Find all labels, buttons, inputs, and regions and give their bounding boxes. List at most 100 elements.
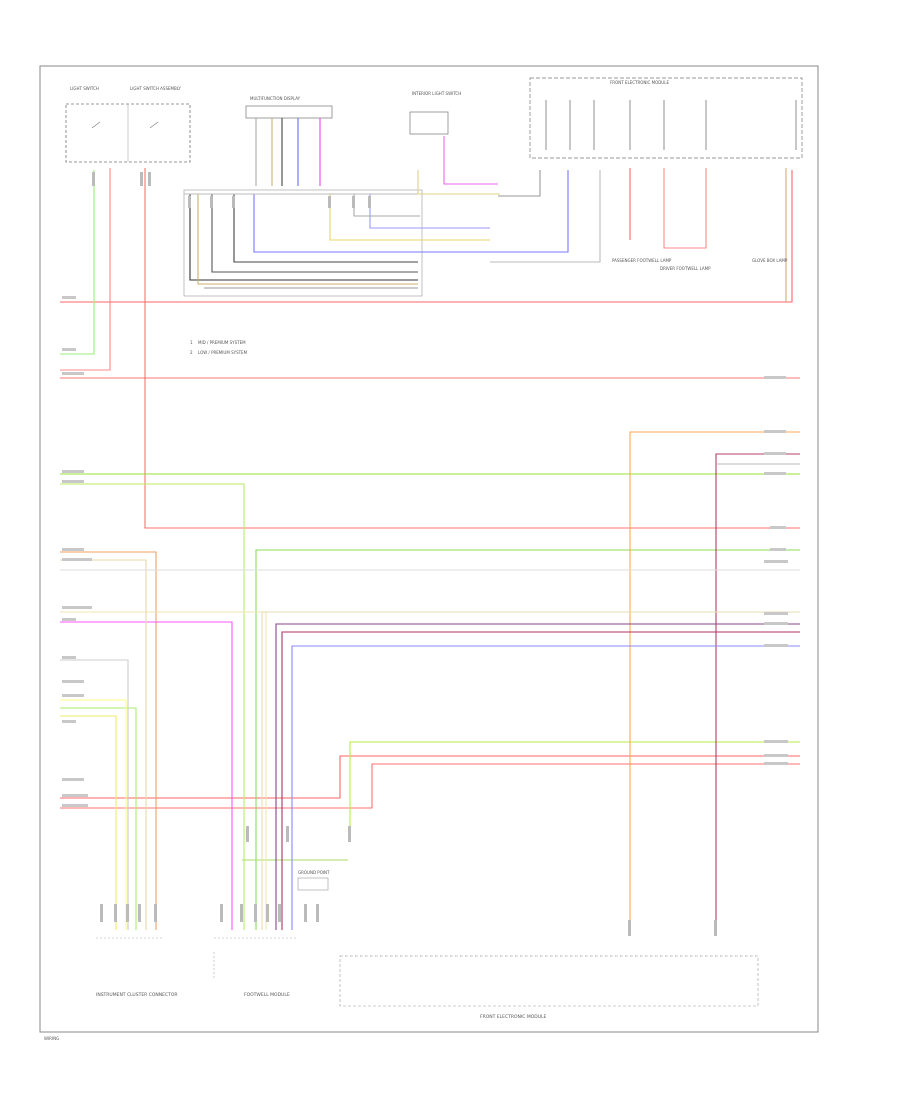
wire-tag (764, 376, 786, 379)
wire-purple-light (369, 194, 490, 229)
pin-mark (328, 196, 331, 208)
pin-mark (188, 196, 191, 208)
legend-marker-2: 2 (190, 350, 193, 355)
wire-tag (62, 656, 76, 659)
wire-tag (764, 762, 788, 765)
wire-tag (764, 754, 788, 757)
pin-mark (148, 172, 151, 186)
wire-tag (764, 472, 786, 475)
bottom-center-small-connector: GROUND POINT (297, 870, 330, 891)
bottom-center-connector: FOOTWELL MODULE (213, 937, 296, 998)
connector-body (245, 105, 333, 119)
wire-red (663, 168, 707, 249)
module-frame (339, 955, 759, 1007)
pin-mark (232, 196, 235, 208)
wire-tag (764, 622, 788, 625)
pin-mark (352, 196, 355, 208)
diagram-border (39, 65, 819, 1033)
pin-mark (316, 904, 319, 922)
wires (60, 100, 800, 930)
wire-tan (261, 611, 800, 930)
wire-tag (764, 560, 788, 563)
wire-yellow (417, 170, 500, 195)
component-label-top-center: MULTIFUNCTION DISPLAY (250, 96, 301, 101)
wire-tag (770, 548, 786, 551)
wire-magenta (60, 621, 233, 930)
top-right-module: FRONT ELECTRONIC MODULE (529, 77, 803, 159)
top-left-switch-group: LIGHT SWITCH LIGHT SWITCH ASSEMBLY (65, 86, 191, 163)
component-label-bottom-left: INSTRUMENT CLUSTER CONNECTOR (96, 992, 178, 998)
wire-tag (62, 372, 84, 375)
wire-tag (62, 618, 76, 621)
wire-tag (764, 612, 788, 615)
component-label-mid-right-3: GLOVE BOX LAMP (752, 258, 788, 263)
wire-green (349, 741, 800, 830)
pin-mark (714, 920, 717, 936)
wire-tag (62, 606, 92, 609)
wire-tag (62, 548, 84, 551)
pin-mark (286, 826, 289, 842)
wire-orange (60, 551, 157, 930)
switch-contact (91, 121, 101, 129)
wire-tan (197, 194, 418, 285)
wire-red (144, 168, 800, 529)
wire-maroon (715, 453, 800, 930)
legend-marker-1: 1 (190, 340, 193, 345)
wire-purple (281, 631, 800, 930)
wire-gray (60, 659, 129, 930)
wire-tag (62, 296, 76, 299)
legend-text-1: MID / PREMIUM SYSTEM (198, 340, 246, 345)
switch-contact (149, 121, 159, 129)
harness-box (183, 189, 423, 297)
pin-mark (246, 826, 249, 842)
wire-tag (62, 480, 84, 483)
pin-marks (92, 172, 717, 936)
pin-mark (114, 904, 117, 922)
wire-tag (764, 452, 786, 455)
pin-mark (154, 904, 157, 922)
wire-tag (62, 348, 76, 351)
component-label-bottom-center: FOOTWELL MODULE (244, 992, 290, 998)
component-label-top-left-a: LIGHT SWITCH (70, 86, 99, 91)
left-edge-labels (62, 296, 92, 807)
wire-tan (60, 559, 147, 930)
pin-mark (138, 904, 141, 922)
pin-mark (368, 196, 371, 208)
wire-gray (353, 194, 420, 217)
legend-text-2: LOW / PREMIUM SYSTEM (198, 350, 248, 355)
wire-tag (62, 794, 88, 797)
pin-mark (100, 904, 103, 922)
wire-green (255, 549, 800, 930)
wire-black (189, 194, 418, 281)
wire-red (60, 763, 800, 809)
wire-orange (629, 431, 800, 930)
wire-black (233, 194, 418, 263)
wire-tag (62, 470, 84, 473)
connector-body (297, 877, 329, 891)
wire-tag (770, 526, 786, 529)
wire-blue (291, 645, 800, 930)
pin-mark (140, 172, 143, 186)
module-frame (529, 77, 803, 159)
page-footer: WIRING (44, 1036, 59, 1041)
wire-green (60, 483, 245, 930)
wire-red (60, 170, 793, 303)
pin-mark (348, 826, 351, 842)
wire-black (211, 194, 418, 273)
pin-mark (304, 904, 307, 922)
wire-tag (764, 740, 788, 743)
wire-tag (62, 680, 84, 683)
wire-tag (62, 778, 84, 781)
pin-mark (210, 196, 213, 208)
wire-magenta (443, 136, 498, 185)
pin-mark (92, 172, 95, 186)
legend: 1 MID / PREMIUM SYSTEM 2 LOW / PREMIUM S… (190, 340, 248, 355)
wire-gray (498, 170, 541, 197)
wire-green (60, 707, 137, 930)
bottom-left-connector: INSTRUMENT CLUSTER CONNECTOR (96, 937, 178, 998)
wire-gray (490, 170, 601, 263)
wire-tag (62, 720, 76, 723)
pin-mark (266, 904, 269, 922)
top-center-connector: MULTIFUNCTION DISPLAY (245, 96, 333, 119)
